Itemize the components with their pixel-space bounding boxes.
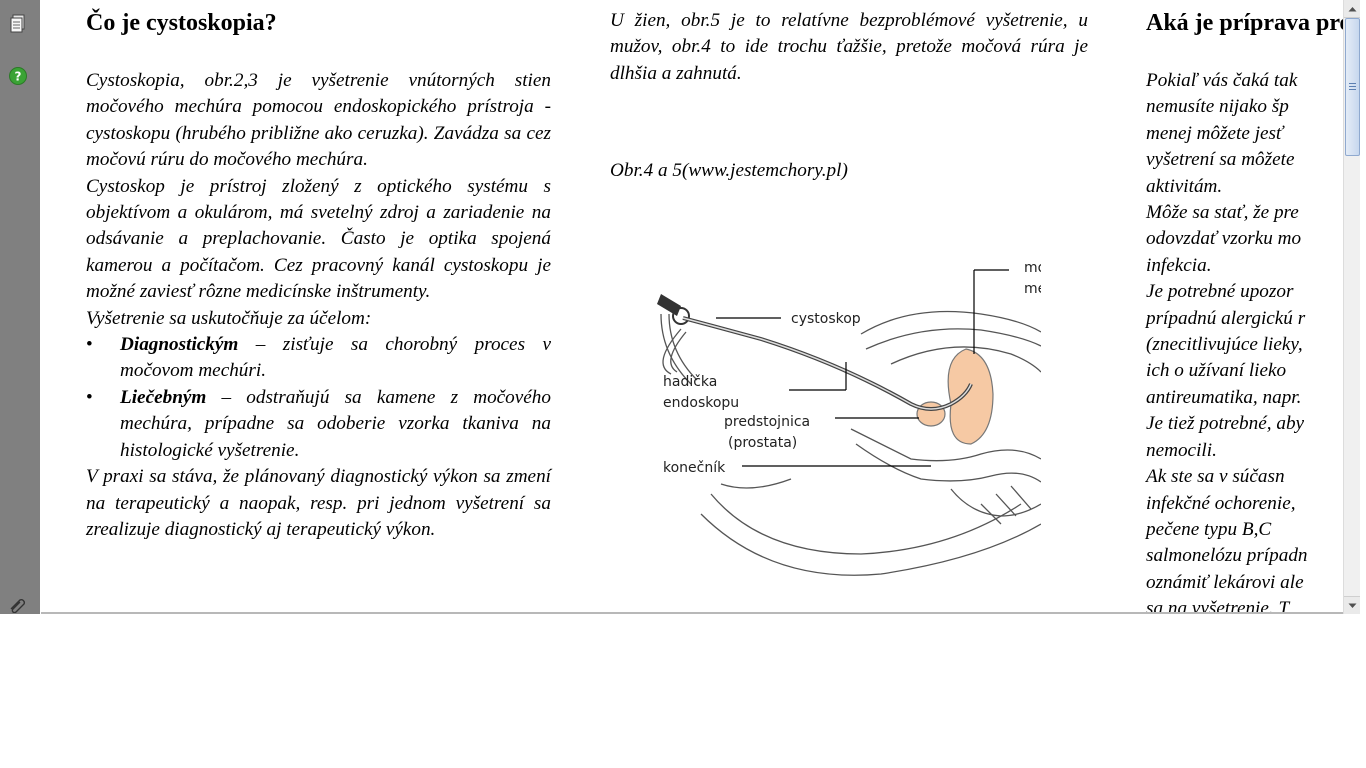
- text-line: Je tiež potrebné, aby: [1146, 413, 1305, 435]
- text-line: nemusíte nijako šp: [1146, 96, 1289, 118]
- sacrum-line: [950, 488, 1041, 517]
- scroll-thumb[interactable]: [1345, 18, 1360, 156]
- bullet-marker: •: [86, 334, 93, 356]
- abdominal-wall-inner: [865, 328, 1041, 350]
- endoscope-hose-edge: [670, 331, 687, 373]
- vertebra-marks: [980, 485, 1032, 525]
- left-navigation-rail: ?: [0, 0, 40, 614]
- prostate-shape: [916, 401, 946, 427]
- section-body: Cystoskopia, obr.2,3 je vyšetrenie vnúto…: [86, 68, 551, 543]
- text-line: (znecitlivujúce lieky,: [1146, 334, 1303, 356]
- pelvic-floor-line: [850, 428, 1041, 462]
- paragraph: Vyšetrenie sa uskutočňuje za účelom:: [86, 307, 372, 329]
- empty-area: [0, 614, 1366, 768]
- diagram-label: (prostata): [728, 435, 797, 451]
- text-line: Môže sa stať, že pre: [1146, 202, 1299, 224]
- chevron-down-icon: [1348, 603, 1357, 608]
- diagram-label: močový: [1024, 260, 1041, 276]
- text-line: aktivitám.: [1146, 175, 1223, 197]
- help-icon[interactable]: ?: [8, 66, 28, 86]
- diagram-label: hadička: [663, 374, 717, 390]
- diagram-label: konečník: [663, 460, 726, 476]
- scroll-up-button[interactable]: [1344, 0, 1361, 18]
- page-bottom-edge: [41, 612, 1344, 614]
- list-item-text: – zisťuje sa chorobný proces v močovom m…: [120, 334, 551, 382]
- rectum-outline: [855, 443, 1041, 483]
- diagram-label: endoskopu: [663, 395, 739, 411]
- diagram-label: mechúr: [1024, 281, 1041, 297]
- cystoscopy-anatomy-diagram: močový mechúr cystoskop hadička endoskop…: [657, 260, 1041, 576]
- text-line: antireumatika, napr.: [1146, 386, 1302, 408]
- list-item-term: Diagnostickým: [120, 334, 239, 356]
- text-line: Ak ste sa v súčasn: [1146, 466, 1285, 488]
- perineum-line: [720, 478, 792, 489]
- purpose-list: • Diagnostickým – zisťuje sa chorobný pro…: [86, 332, 551, 464]
- text-line: nemocili.: [1146, 439, 1217, 461]
- pdf-viewer: ? Čo je cystoskopia? Cystoskopia, obr.2,…: [0, 0, 1366, 614]
- text-line: menej môžete jesť: [1146, 122, 1283, 144]
- list-item-term: Liečebným: [120, 386, 207, 408]
- text-line: pečene typu B,C: [1146, 518, 1272, 540]
- endoscope-hose: [662, 328, 682, 375]
- text-line: sa na vyšetrenie. T: [1146, 598, 1290, 612]
- bullet-marker: •: [86, 386, 93, 408]
- document-page: Čo je cystoskopia? Cystoskopia, obr.2,3 …: [41, 0, 1343, 612]
- peritoneum-line: [890, 346, 1041, 373]
- text-line: infekčné ochorenie,: [1146, 492, 1296, 514]
- grip-icon: [1349, 82, 1356, 92]
- paperclip-icon[interactable]: [8, 594, 28, 614]
- bladder-shape: [947, 348, 994, 445]
- diagram-label: cystoskop: [791, 311, 861, 327]
- text-line: prípadnú alergickú r: [1146, 307, 1306, 329]
- external-tube: [660, 313, 692, 385]
- figure-caption: Obr.4 a 5(www.jestemchory.pl): [610, 160, 848, 181]
- paragraph: Cystoskopia, obr.2,3 je vyšetrenie vnúto…: [86, 70, 551, 171]
- diagram-label: predstojnica: [724, 414, 810, 430]
- list-item: • Liečebným – odstraňujú sa kamene z močo…: [86, 385, 551, 464]
- paragraph: V praxi sa stáva, že plánovaný diagnosti…: [86, 466, 551, 540]
- list-item: • Diagnostickým – zisťuje sa chorobný pro…: [86, 332, 551, 385]
- text-line: Je potrebné upozor: [1146, 281, 1294, 303]
- text-line: odovzdať vzorku mo: [1146, 228, 1302, 250]
- section-body: Pokiaľ vás čaká tak nemusíte nijako šp m…: [1146, 68, 1343, 612]
- eyepiece-shape: [657, 294, 681, 316]
- window-edge: [1360, 0, 1366, 614]
- external-tube-edge: [668, 313, 698, 381]
- chevron-up-icon: [1348, 6, 1357, 11]
- pelvis-outline-inner: [710, 493, 1022, 555]
- text-line: salmonelózu prípadn: [1146, 545, 1308, 567]
- eyepiece-ring: [672, 307, 690, 325]
- text-line: ich o užívaní lieko: [1146, 360, 1287, 382]
- scroll-down-button[interactable]: [1344, 596, 1361, 614]
- paragraph: Cystoskop je prístroj zložený z optickéh…: [86, 175, 551, 303]
- pelvis-outline: [700, 513, 1041, 576]
- section-heading: Aká je príprava pre: [1146, 10, 1343, 36]
- vertical-scrollbar[interactable]: [1343, 0, 1361, 614]
- text-line: Pokiaľ vás čaká tak: [1146, 70, 1298, 91]
- abdominal-wall: [860, 310, 1041, 335]
- paragraph: U žien, obr.5 je to relatívne bezproblém…: [610, 10, 1088, 84]
- cystoscope-shaft-highlight: [682, 317, 972, 410]
- svg-text:?: ?: [15, 70, 22, 84]
- text-line: vyšetrení sa môžete: [1146, 149, 1295, 171]
- section-heading: Čo je cystoskopia?: [86, 10, 277, 36]
- list-item-text: – odstraňujú sa kamene z močového mechúr…: [120, 386, 551, 461]
- pages-icon[interactable]: [8, 14, 28, 34]
- text-line: oznámiť lekárovi ale: [1146, 571, 1304, 593]
- text-line: infekcia.: [1146, 254, 1212, 276]
